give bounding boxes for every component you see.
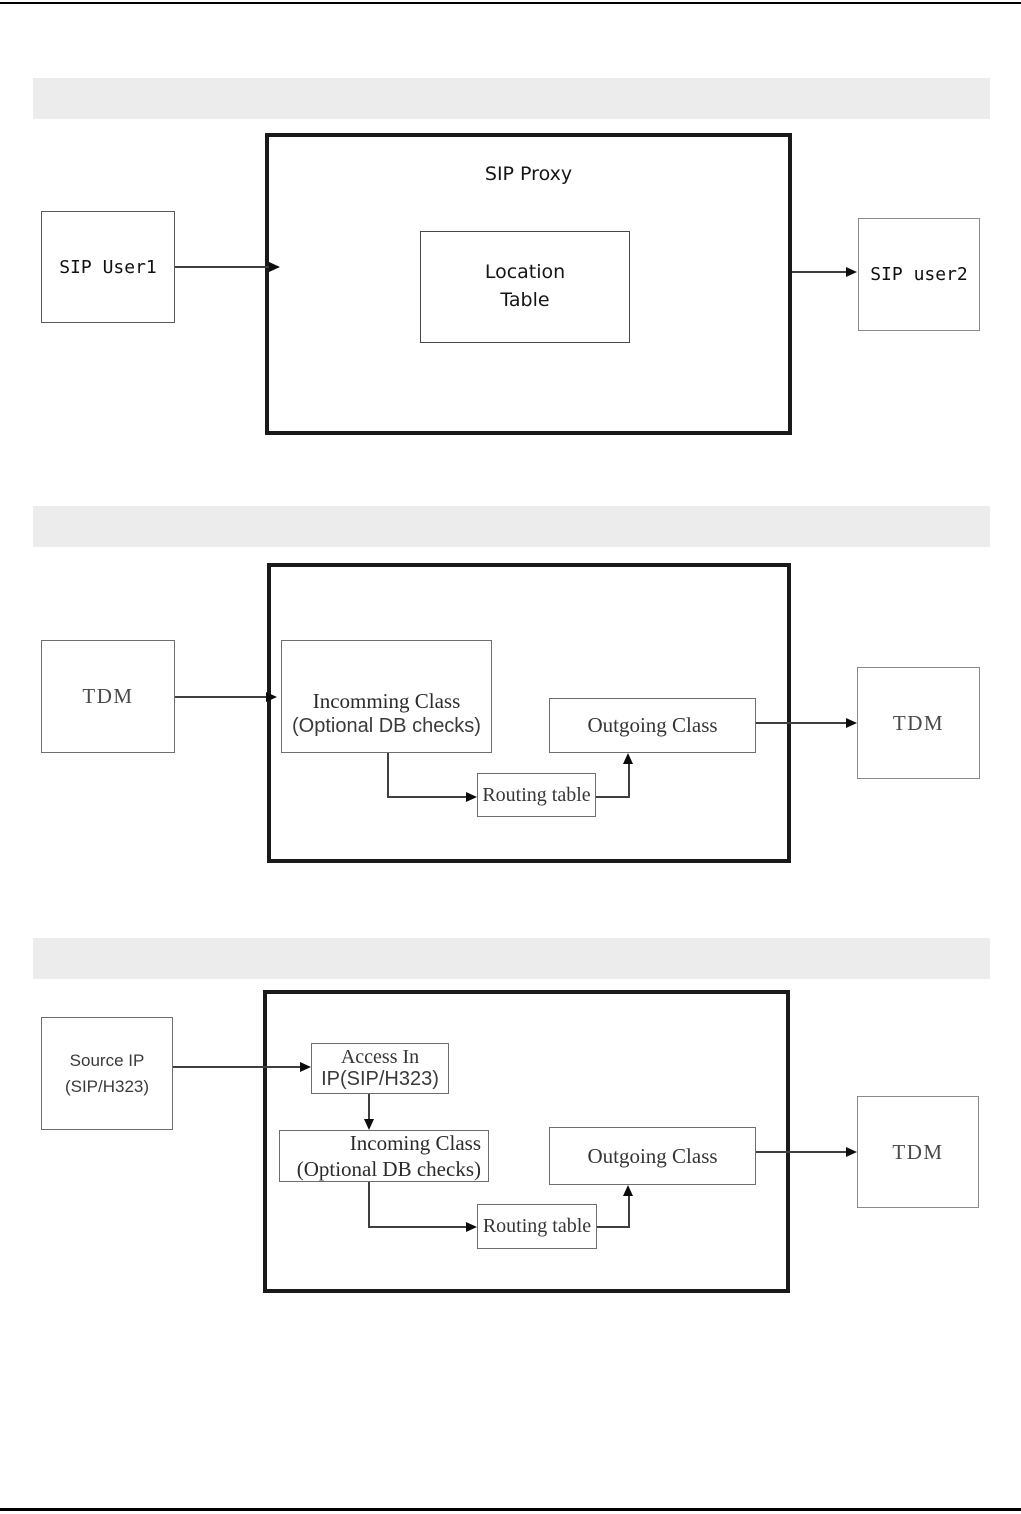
node-routing-table-2-label: Routing table bbox=[482, 783, 591, 806]
node-location-table: Location Table bbox=[420, 231, 630, 343]
connector-routing-right-2 bbox=[596, 796, 630, 798]
node-tdm-out-2: TDM bbox=[857, 667, 980, 779]
node-routing-table-3: Routing table bbox=[477, 1204, 597, 1249]
arrow-outgoing-to-tdm-3-line bbox=[756, 1151, 848, 1153]
node-routing-table-3-label: Routing table bbox=[482, 1215, 592, 1237]
arrow-tdm-to-incoming-head bbox=[266, 692, 277, 702]
node-outgoing-class-2-label: Outgoing Class bbox=[587, 713, 718, 737]
connector-incoming-down-3 bbox=[368, 1182, 370, 1228]
arrow-proxy-to-sipuser2-head bbox=[846, 267, 857, 277]
node-incoming-class-2-line1: Incomming Class bbox=[312, 688, 461, 713]
arrow-sourceip-to-access-head bbox=[300, 1062, 311, 1072]
section-bar-3 bbox=[33, 938, 990, 979]
node-incoming-class-3-line2: (Optional DB checks) bbox=[296, 1157, 481, 1181]
node-location-table-label: Location Table bbox=[484, 261, 566, 311]
connector-access-down bbox=[368, 1094, 370, 1121]
connector-incoming-to-routing-2 bbox=[387, 796, 467, 798]
node-outgoing-class-2: Outgoing Class bbox=[549, 698, 756, 753]
node-sip-user2: SIP user2 bbox=[858, 218, 980, 331]
node-incoming-class-2-line2: (Optional DB checks) bbox=[292, 715, 481, 737]
connector-up-to-outgoing-2 bbox=[628, 763, 630, 798]
node-tdm-out-2-label: TDM bbox=[892, 710, 945, 735]
node-access-in-line1: Access In bbox=[340, 1046, 420, 1068]
node-access-in-line2: IP(SIP/H323) bbox=[321, 1068, 439, 1090]
arrow-sourceip-to-access-line bbox=[173, 1066, 302, 1068]
section-bar-1 bbox=[33, 78, 990, 119]
connector-routing-right-3 bbox=[597, 1226, 630, 1228]
node-sip-user2-label: SIP user2 bbox=[870, 264, 968, 285]
connector-incoming-down-2 bbox=[387, 753, 389, 798]
arrow-into-outgoing-3-head bbox=[623, 1185, 633, 1196]
node-routing-table-2: Routing table bbox=[477, 773, 596, 817]
arrow-proxy-to-sipuser2-line bbox=[792, 271, 848, 273]
node-sip-user1: SIP User1 bbox=[41, 211, 175, 323]
node-incoming-class-3-line1: Incoming Class bbox=[349, 1130, 481, 1155]
node-source-ip-label: Source IP (SIP/H323) bbox=[64, 1051, 150, 1096]
section-bar-2 bbox=[33, 506, 990, 547]
node-incoming-class-2: Incomming Class (Optional DB checks) bbox=[281, 640, 492, 753]
node-source-ip: Source IP (SIP/H323) bbox=[41, 1017, 173, 1130]
node-outgoing-class-3-label: Outgoing Class bbox=[587, 1143, 718, 1168]
arrow-tdm-to-incoming-line bbox=[175, 696, 268, 698]
sip-proxy-title: SIP Proxy bbox=[484, 163, 573, 185]
node-tdm-in: TDM bbox=[41, 640, 175, 753]
bottom-rule bbox=[0, 1508, 1021, 1511]
arrow-into-incoming-3-head bbox=[364, 1119, 374, 1130]
node-tdm-out-3-label: TDM bbox=[892, 1139, 944, 1164]
node-outgoing-class-3: Outgoing Class bbox=[549, 1127, 756, 1185]
arrow-outgoing-to-tdm-3-head bbox=[846, 1147, 857, 1157]
node-incoming-class-3: Incoming Class (Optional DB checks) bbox=[279, 1130, 489, 1182]
arrow-into-outgoing-2-head bbox=[623, 753, 633, 764]
connector-up-to-outgoing-3 bbox=[628, 1195, 630, 1228]
node-access-in: Access In IP(SIP/H323) bbox=[311, 1043, 449, 1094]
arrow-outgoing-to-tdm-2-head bbox=[846, 718, 857, 728]
node-tdm-out-3: TDM bbox=[857, 1096, 979, 1208]
top-rule bbox=[0, 2, 1021, 4]
connector-incoming-to-routing-3 bbox=[368, 1226, 466, 1228]
arrow-sipuser1-to-proxy-head bbox=[269, 262, 280, 272]
arrow-into-routing-2-head bbox=[466, 792, 477, 802]
node-sip-user1-label: SIP User1 bbox=[59, 256, 157, 278]
arrow-into-routing-3-head bbox=[466, 1222, 477, 1232]
arrow-outgoing-to-tdm-2-line bbox=[756, 722, 848, 724]
arrow-sipuser1-to-proxy-line bbox=[175, 266, 270, 268]
node-tdm-in-label: TDM bbox=[82, 684, 134, 708]
